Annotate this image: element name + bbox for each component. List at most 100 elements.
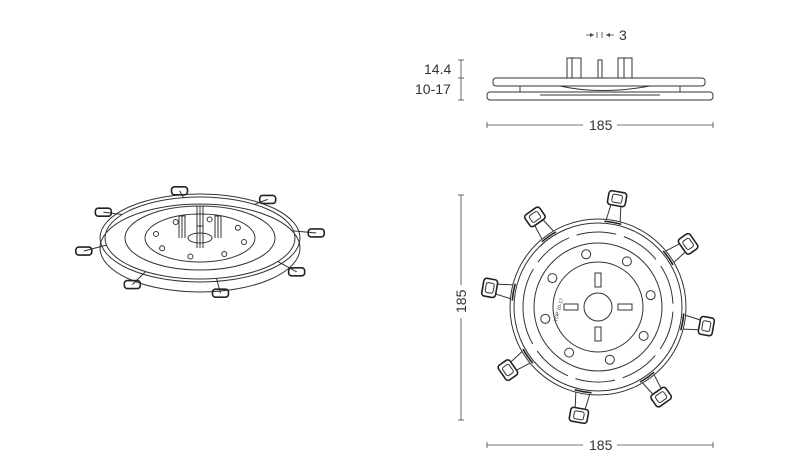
iso-tab-arm [103, 211, 123, 215]
tab-hole [654, 391, 668, 403]
tab-loop [677, 232, 699, 255]
tab-loop [697, 315, 716, 337]
iso-foot-tab [211, 288, 230, 299]
spacer-fin [563, 303, 579, 311]
tab-hole [682, 237, 694, 251]
iso-ring [99, 193, 301, 283]
clip-mark [639, 371, 655, 383]
iso-bolt-hole [240, 239, 247, 246]
tab-arm [683, 314, 701, 331]
iso-foot-tab [287, 267, 306, 277]
foot-tab [497, 351, 531, 382]
iso-spacer-fin [196, 225, 204, 248]
tab-hole [528, 211, 542, 223]
iso-tab-arm [216, 278, 221, 294]
foot-tab [683, 314, 716, 337]
spacer-fin [617, 303, 633, 311]
ring [583, 292, 613, 322]
side-width-label: 185 [589, 117, 613, 133]
tab-arm [605, 204, 622, 222]
tab-loop [480, 277, 499, 299]
tab-arm [510, 351, 531, 371]
bolt-hole [564, 347, 575, 358]
iso-bolt-hole [159, 245, 166, 252]
tab-hole [502, 363, 514, 377]
iso-spacer-fin [196, 205, 204, 228]
dimension-height: 14.4 10-17 [415, 59, 464, 101]
iso-ring [104, 196, 296, 280]
iso-spacer-fin [214, 215, 222, 238]
tab-hole [573, 410, 585, 421]
bolt-hole [581, 249, 592, 260]
foot-tab [568, 392, 591, 425]
bolt-hole [547, 273, 558, 284]
iso-bolt-hole [172, 219, 179, 226]
iso-base-ring [99, 203, 301, 293]
bolt-hole [604, 354, 615, 365]
tab-hole [701, 320, 712, 332]
iso-foot-tab [258, 194, 277, 205]
tab-hole [484, 282, 495, 294]
dimension-gap: 3 [586, 27, 627, 43]
isometric-view [74, 185, 326, 299]
iso-bolt-hole [234, 224, 241, 231]
clip-mark [522, 348, 534, 364]
ring [552, 261, 644, 353]
foot-tab [605, 189, 628, 222]
side-view [486, 57, 714, 101]
gap-dimension-label: 3 [619, 27, 627, 43]
tab-arm [495, 283, 513, 300]
clip-mark [680, 313, 685, 331]
tab-loop [606, 189, 628, 208]
spacer-fin [594, 272, 602, 288]
clip-mark [604, 220, 622, 225]
iso-foot-tab [123, 279, 142, 290]
tab-hole [611, 193, 623, 204]
tab-loop [497, 359, 519, 382]
clip-mark [662, 250, 674, 266]
tab-loop [568, 406, 590, 425]
iso-tab-arm [83, 244, 107, 252]
iso-foot-tab [307, 228, 326, 238]
spacer-fin [594, 326, 602, 342]
ring [533, 242, 663, 372]
tab-arm [534, 219, 554, 240]
iso-bolt-hole [221, 250, 228, 257]
iso-tab-arm [293, 230, 317, 234]
height-range-label: 10-17 [415, 81, 451, 97]
bolt-hole [540, 313, 551, 324]
tab-loop [650, 386, 673, 408]
bolt-hole [621, 256, 632, 267]
iso-tab-arm [254, 198, 268, 205]
top-height-label: 185 [453, 289, 469, 313]
foot-tab [665, 232, 699, 263]
bolt-hole [638, 330, 649, 341]
foot-tab [523, 206, 554, 240]
ring [513, 222, 683, 392]
dimension-top-height: 185 [453, 194, 469, 421]
iso-tab-arm [277, 261, 297, 273]
top-view: TOP 10-17 [480, 189, 716, 425]
foot-tab [642, 374, 673, 408]
inner-ring-segments [522, 231, 674, 383]
iso-spacer-fin [178, 215, 186, 238]
foot-tab [480, 277, 513, 300]
clip-mark [574, 389, 592, 394]
iso-foot-tab [170, 185, 189, 196]
tab-arm [665, 243, 686, 263]
tab-loop [523, 206, 546, 228]
iso-foot-tab [74, 246, 93, 256]
iso-tab-arm [131, 271, 146, 285]
iso-bolt-hole [187, 253, 194, 260]
iso-bolt-hole [153, 230, 160, 237]
tab-arm [574, 392, 591, 410]
tab-arm [642, 374, 662, 395]
ring [509, 218, 687, 396]
bolt-hole [645, 290, 656, 301]
dimension-side-width: 185 [486, 117, 714, 133]
clip-mark [541, 231, 557, 243]
iso-foot-tab [94, 207, 113, 217]
top-width-label: 185 [589, 437, 613, 453]
clip-mark [511, 283, 516, 301]
